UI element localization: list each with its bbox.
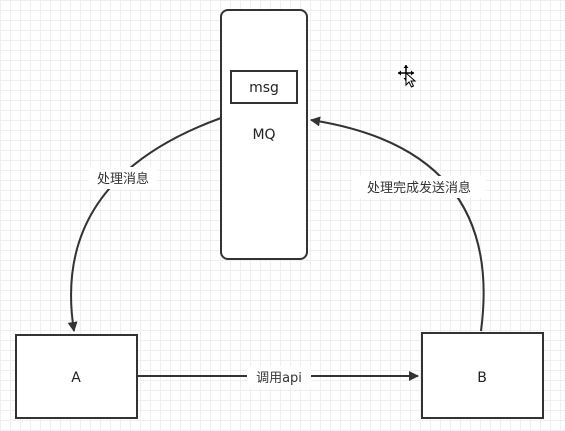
- msg-node[interactable]: msg: [230, 70, 298, 104]
- edge-b-to-mq-label: 处理完成发送消息: [367, 180, 471, 196]
- edge-b-to-mq[interactable]: 处理完成发送消息: [310, 116, 486, 332]
- edge-mq-to-a-line: [67, 117, 222, 332]
- node-b[interactable]: B: [421, 332, 544, 419]
- node-b-label: B: [477, 370, 487, 386]
- edge-b-to-mq-label-bg: [352, 176, 486, 198]
- mq-node[interactable]: msg MQ: [220, 9, 308, 260]
- node-a-box: [15, 334, 138, 419]
- edge-mq-to-a-label: 处理消息: [97, 171, 149, 187]
- mq-node-label: MQ: [252, 127, 275, 143]
- edge-a-to-b-label: 调用api: [256, 371, 302, 386]
- edge-mq-to-a[interactable]: 处理消息: [67, 117, 222, 332]
- edge-b-to-mq-line: [310, 116, 485, 332]
- node-a[interactable]: A: [15, 334, 138, 419]
- node-a-label: A: [71, 370, 81, 386]
- node-b-box: [421, 332, 544, 419]
- edge-a-to-b-label-bg: [247, 366, 311, 388]
- move-cursor-icon: [398, 65, 417, 88]
- msg-node-box: [230, 70, 298, 104]
- edge-a-to-b[interactable]: 调用api: [137, 366, 419, 388]
- msg-node-label: msg: [249, 80, 279, 96]
- edge-mq-to-a-label-bg: [89, 167, 157, 189]
